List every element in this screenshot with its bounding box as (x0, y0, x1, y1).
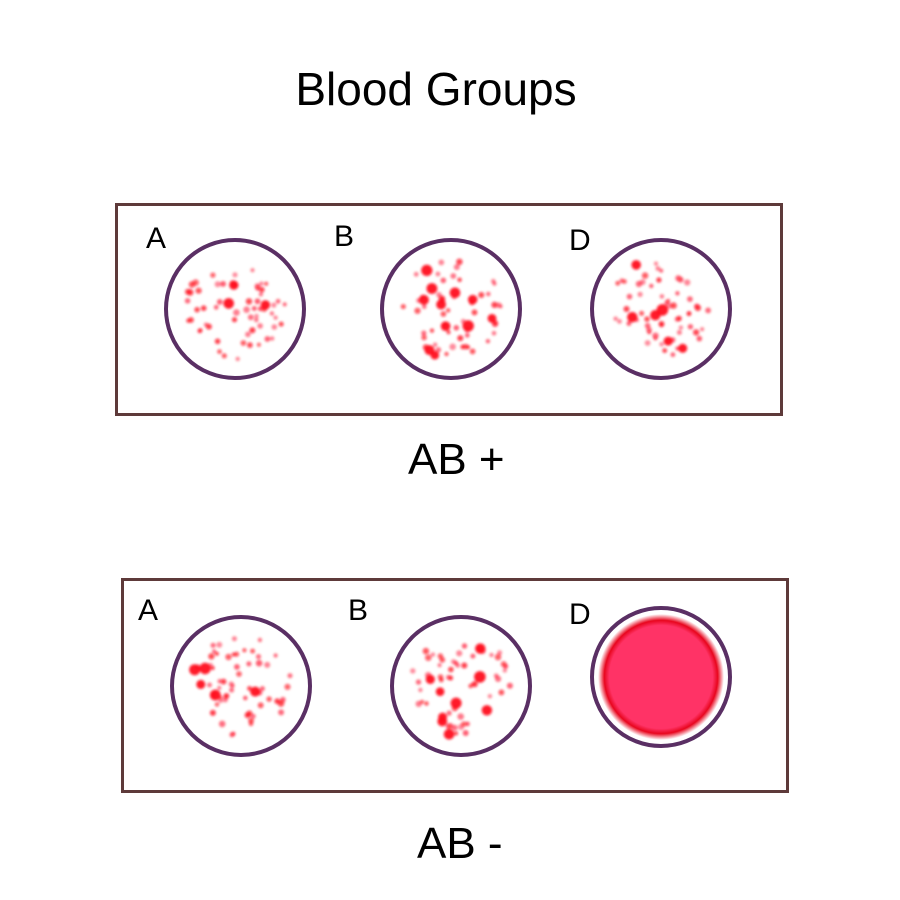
agglutination-dots (400, 258, 503, 360)
well-d (590, 606, 732, 748)
blood-type-result: AB + (408, 435, 505, 484)
well-d (590, 238, 732, 380)
well-label-d: D (569, 598, 591, 631)
blood-test-card-ab-positive (115, 203, 783, 416)
blood-test-card-ab-negative (121, 578, 789, 793)
agglutination-dots (613, 260, 711, 358)
page-title: Blood Groups (295, 63, 577, 115)
well-a (170, 615, 312, 757)
well-label-a: A (138, 594, 159, 627)
well-label-a: A (146, 222, 167, 255)
well-label-d: D (569, 224, 591, 257)
agglutination-dots (189, 636, 293, 738)
well-label-b: B (334, 220, 355, 253)
well-a (164, 238, 306, 380)
well-b (380, 238, 522, 380)
well-ring (170, 615, 312, 757)
agglutination-dots (410, 643, 513, 740)
agglutination-dots (184, 268, 287, 362)
well-ring (164, 238, 306, 380)
blood-type-result: AB - (417, 819, 503, 868)
uniform-blood-fill (598, 614, 724, 740)
well-label-b: B (348, 594, 369, 627)
well-b (390, 615, 532, 757)
